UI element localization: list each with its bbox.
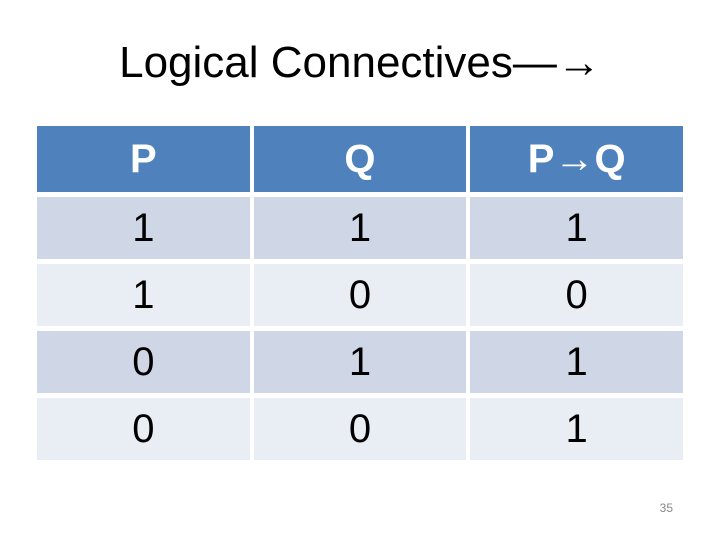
- slide-title: Logical Connectives—→: [119, 38, 601, 87]
- table-cell: 1: [470, 398, 683, 460]
- table-cell: 1: [37, 197, 250, 259]
- table-cell: 0: [253, 264, 467, 326]
- table-header-cell-q: Q: [253, 126, 467, 192]
- table-cell: 0: [253, 398, 467, 460]
- table-cell: 1: [253, 197, 467, 259]
- table-cell: 1: [470, 331, 683, 393]
- table-cell: 1: [470, 197, 683, 259]
- table-cell: 0: [37, 331, 250, 393]
- truth-table: P Q P→Q 1 1 1 1 0 0 0 1 1 0 0 1: [37, 126, 683, 460]
- table-header-cell-p: P: [37, 126, 250, 192]
- table-cell: 1: [253, 331, 467, 393]
- table-cell: 0: [37, 398, 250, 460]
- page-number: 35: [659, 501, 673, 515]
- table-header-cell-p-implies-q: P→Q: [470, 126, 683, 192]
- table-cell: 1: [37, 264, 250, 326]
- table-cell: 0: [470, 264, 683, 326]
